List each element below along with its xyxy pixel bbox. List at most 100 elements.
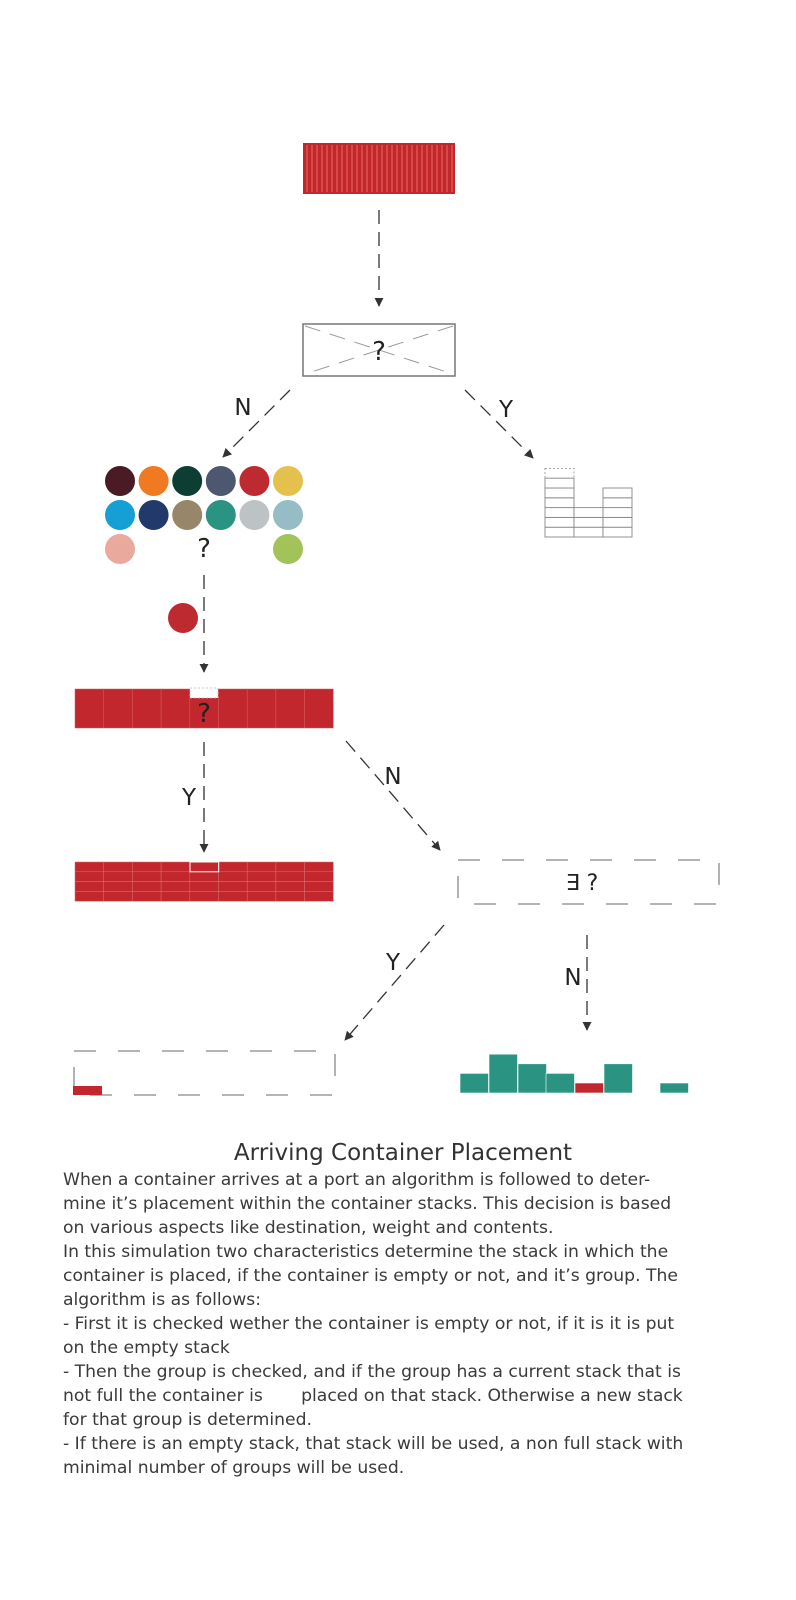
- placed-cell: [74, 871, 104, 882]
- placed-container-outline: [189, 861, 220, 873]
- flowchart-diagram: ? N Y ? ? Y N ∃ ? Y N: [73, 143, 720, 1096]
- caption-line: on the empty stack: [63, 1338, 230, 1358]
- placed-cell: [160, 871, 191, 882]
- group-dot: [138, 500, 169, 530]
- caption-line: on various aspects like destination, wei…: [63, 1218, 554, 1238]
- caption-line: - If there is an empty stack, that stack…: [63, 1434, 684, 1454]
- group-dot: [273, 466, 303, 496]
- stack-cell: [602, 487, 633, 499]
- placed-cell: [132, 881, 162, 892]
- caption-line: - First it is checked wether the contain…: [63, 1314, 675, 1334]
- placed-cell: [74, 881, 104, 892]
- group-dot: [172, 500, 203, 530]
- bar-stack: [545, 1073, 575, 1094]
- group-stack-cell: [246, 688, 277, 729]
- placed-cell: [160, 891, 191, 902]
- placed-cell: [103, 881, 133, 892]
- caption-line: for that group is determined.: [63, 1410, 312, 1430]
- caption-line: In this simulation two characteristics d…: [63, 1242, 669, 1262]
- selected-group-dot: [168, 603, 198, 633]
- placed-cell: [275, 891, 305, 902]
- placed-cell: [246, 891, 277, 902]
- placed-cell: [189, 861, 219, 873]
- bar-stack: [459, 1073, 489, 1094]
- stack-cell: [602, 497, 633, 509]
- group-dot: [138, 466, 169, 496]
- group-stack-cell: [103, 688, 133, 729]
- empty-check-mark: ?: [372, 337, 386, 367]
- placed-cell: [218, 891, 248, 902]
- stack-check-mark: ?: [197, 699, 211, 729]
- arriving-container: [303, 143, 455, 194]
- bar-stack: [517, 1063, 547, 1094]
- arrow-empty-stack-exists: [344, 924, 445, 1041]
- placed-cell: [246, 861, 277, 873]
- label-exists-no: N: [564, 965, 581, 991]
- placed-cell: [74, 891, 104, 902]
- placed-cell: [160, 861, 191, 873]
- placed-cell: [160, 881, 191, 892]
- group-stack-cell: [218, 688, 248, 729]
- stack-cell: [544, 497, 575, 509]
- placed-cell: [74, 861, 104, 873]
- group-dot: [105, 500, 135, 530]
- bar-stack: [603, 1063, 633, 1094]
- placed-cell: [246, 871, 277, 882]
- caption-title: Arriving Container Placement: [233, 1140, 573, 1166]
- caption-line: minimal number of groups will be used.: [63, 1458, 405, 1478]
- group-stack-cell: [304, 688, 334, 729]
- group-dot: [105, 534, 135, 564]
- placed-cell: [189, 871, 219, 882]
- label-stack-available: Y: [181, 785, 197, 811]
- placed-cell: [218, 871, 248, 882]
- arrow-not-empty: [222, 389, 291, 458]
- group-dot: [205, 466, 236, 496]
- new-stack-container: [73, 1086, 102, 1095]
- placed-cell: [304, 891, 334, 902]
- arrow-empty: [464, 389, 534, 459]
- stack-cell: [544, 516, 575, 528]
- group-dot: [205, 500, 236, 530]
- placed-cell: [275, 861, 305, 873]
- bar-stack: [574, 1082, 604, 1094]
- group-stack-cell: [74, 688, 104, 729]
- exists-mark: ∃ ?: [566, 871, 599, 896]
- group-dot: [172, 466, 203, 496]
- group-dot: [273, 500, 303, 530]
- group-stack-cell: [160, 688, 191, 729]
- placed-stack: [74, 861, 334, 902]
- stack-cell: [544, 487, 575, 499]
- label-not-empty: N: [234, 395, 251, 421]
- caption-line: mine it’s placement within the container…: [63, 1194, 672, 1214]
- caption-body: When a container arrives at a port an al…: [63, 1168, 743, 1480]
- placed-cell: [275, 881, 305, 892]
- minimal-group-stacks: [459, 1053, 689, 1094]
- placed-cell: [304, 881, 334, 892]
- caption-line: not full the container is placed on that…: [63, 1386, 683, 1406]
- placed-cell: [103, 871, 133, 882]
- caption-line: When a container arrives at a port an al…: [63, 1170, 651, 1190]
- stack-cell: [602, 526, 633, 538]
- group-stack-cell: [132, 688, 162, 729]
- placed-cell: [189, 881, 219, 892]
- bar-stack: [488, 1053, 518, 1094]
- stack-cell: [544, 507, 575, 518]
- placed-cell: [304, 871, 334, 882]
- bar-stack: [659, 1082, 689, 1094]
- incoming-slot: [189, 687, 219, 699]
- new-empty-stack: [73, 1050, 336, 1096]
- group-stack-cell: [275, 688, 305, 729]
- label-exists-yes: Y: [385, 950, 401, 976]
- group-dot: [239, 466, 270, 496]
- placed-cell: [304, 861, 334, 873]
- group-dot: [239, 500, 270, 530]
- placed-cell: [103, 861, 133, 873]
- placed-cell: [218, 881, 248, 892]
- caption: Arriving Container Placement When a cont…: [63, 1140, 743, 1480]
- label-empty: Y: [498, 397, 514, 423]
- group-stack-row: [74, 687, 334, 729]
- stack-cell: [544, 526, 575, 538]
- stack-cell: [573, 507, 604, 518]
- caption-line: - Then the group is checked, and if the …: [63, 1362, 681, 1382]
- stack-cell: [573, 516, 604, 528]
